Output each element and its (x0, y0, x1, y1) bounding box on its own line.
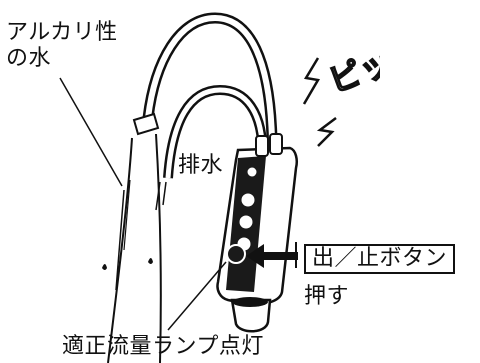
drain-label: 排水 (178, 153, 224, 178)
sound-effect-bolts (302, 57, 337, 147)
stop-start-button-label: 出／止ボタン (304, 244, 456, 274)
push-label: 押す (304, 284, 350, 309)
push-arrow (246, 244, 298, 268)
alkaline-water-label: アルカリ性の水 (6, 20, 118, 71)
panel-buttons (226, 167, 257, 264)
lamp-pointer (167, 261, 227, 331)
outlet (230, 298, 272, 333)
flow-lamp-label: 適正流量ランプ点灯 (62, 334, 264, 359)
nozzle-tip (132, 112, 160, 136)
water-stream (107, 133, 162, 363)
drain-stream (155, 181, 167, 211)
beep-sound-effect: ピッ (323, 42, 380, 101)
alkaline-pointer (59, 77, 123, 187)
beep-text: ピッ (324, 43, 380, 101)
water-drops (102, 258, 153, 270)
